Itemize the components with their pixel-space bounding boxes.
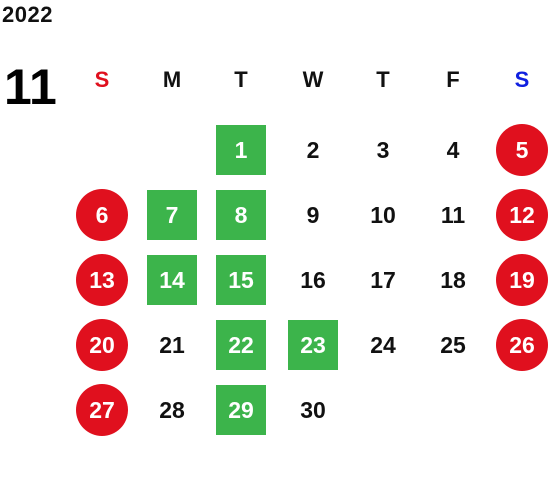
weekday-wed: W [302, 67, 324, 92]
weekday-sat: S [514, 67, 530, 92]
day-cell: 23 [288, 320, 338, 370]
day-cell: 1 [216, 125, 266, 175]
day-cell: 24 [370, 331, 396, 358]
day-cell: 7 [147, 190, 197, 240]
day-cell: 28 [159, 396, 185, 423]
month-number: 11 [4, 59, 57, 115]
day-cell: 16 [300, 266, 326, 293]
day-cell: 17 [370, 266, 396, 293]
day-cell: 29 [216, 385, 266, 435]
weekday-sun: S [94, 67, 110, 92]
weekday-thu: T [376, 67, 390, 92]
day-cell: 9 [306, 201, 320, 228]
weekday-fri: F [446, 67, 460, 92]
weekday-tue: T [234, 67, 248, 92]
day-cell: 30 [300, 396, 326, 423]
day-cell: 3 [376, 136, 390, 163]
day-cell: 2 [306, 136, 320, 163]
day-cell: 11 [440, 201, 466, 228]
day-cell: 21 [159, 331, 185, 358]
day-cell: 4 [446, 136, 460, 163]
day-cell: 22 [216, 320, 266, 370]
day-cell: 6 [76, 189, 128, 241]
day-cell: 5 [496, 124, 548, 176]
day-cell: 12 [496, 189, 548, 241]
weekday-mon: M [162, 67, 182, 92]
day-cell: 25 [440, 331, 466, 358]
day-cell: 10 [370, 201, 396, 228]
day-cell: 27 [76, 384, 128, 436]
day-cell: 19 [496, 254, 548, 306]
day-cell: 20 [76, 319, 128, 371]
day-cell: 13 [76, 254, 128, 306]
day-cell: 26 [496, 319, 548, 371]
day-cell: 15 [216, 255, 266, 305]
day-cell: 8 [216, 190, 266, 240]
day-cell: 14 [147, 255, 197, 305]
day-cell: 18 [440, 266, 466, 293]
year-label: 2022 [2, 2, 53, 27]
